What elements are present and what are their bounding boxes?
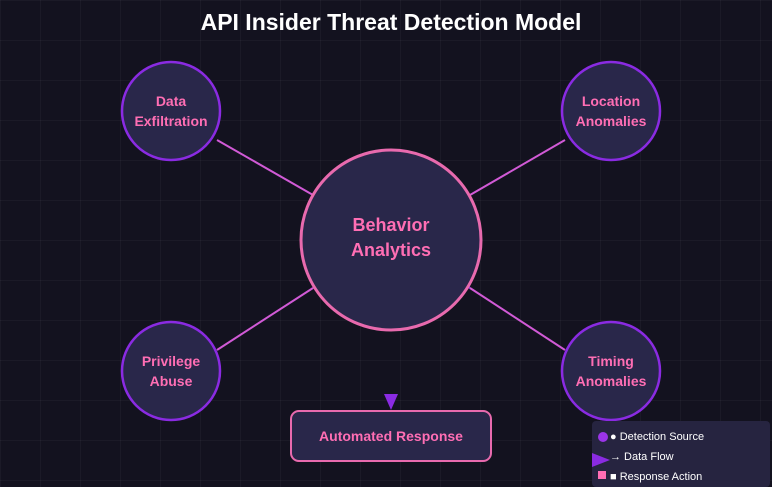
edge-privilege-abuse-to-core [216,287,314,351]
legend-text: → Data Flow [610,451,674,463]
arrowhead-to-response [384,394,398,410]
node-data-exfiltration[interactable]: Data Exfiltration [120,60,222,162]
legend: ● Detection Source → Data Flow ■ Respons… [592,421,770,487]
source-label-line1: Data [156,93,187,109]
legend-circle-icon [598,432,608,442]
node-automated-response[interactable]: Automated Response [290,410,492,462]
source-label-line1: Location [582,93,640,109]
edge-data-exfiltration-to-core [216,139,314,196]
legend-item-data-flow: → Data Flow [592,449,770,469]
source-label-line2: Abuse [150,373,193,389]
legend-arrow-icon [592,453,610,467]
diagram-title: API Insider Threat Detection Model [201,9,582,35]
source-label-line2: Exfiltration [134,113,207,129]
legend-square-icon [598,471,606,479]
node-behavior-analytics[interactable]: Behavior Analytics [299,148,483,332]
source-label-line2: Anomalies [576,113,647,129]
legend-item-response-action: ■ Response Action [592,469,770,487]
edge-location-anomalies-to-core [469,139,566,196]
node-privilege-abuse[interactable]: Privilege Abuse [120,320,222,422]
node-timing-anomalies[interactable]: Timing Anomalies [560,320,662,422]
edge-timing-anomalies-to-core [469,287,566,351]
legend-text: ■ Response Action [610,471,703,483]
source-label-line2: Anomalies [576,373,647,389]
legend-text: ● Detection Source [610,431,705,443]
response-label: Automated Response [319,428,463,444]
node-location-anomalies[interactable]: Location Anomalies [560,60,662,162]
legend-item-detection-source: ● Detection Source [592,429,770,449]
source-label-line1: Privilege [142,353,201,369]
core-label-line1: Behavior [352,215,429,235]
core-label-line2: Analytics [351,240,431,260]
source-label-line1: Timing [588,353,634,369]
